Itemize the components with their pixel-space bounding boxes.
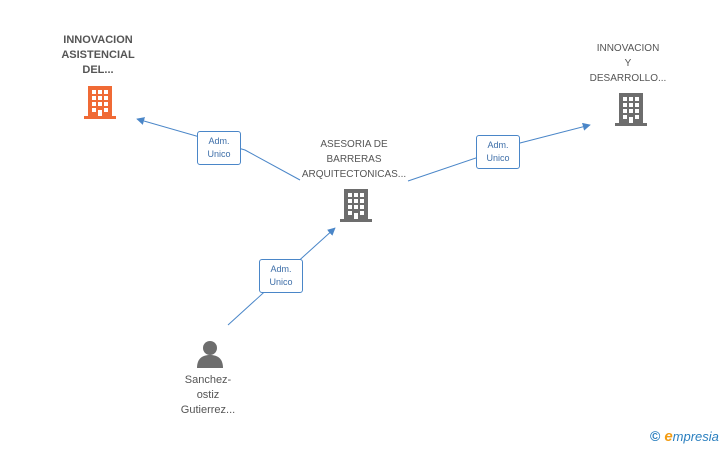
building-icon-gray-right[interactable] (615, 91, 647, 127)
edge-line-asesoria-to-innovacion-desarrollo (407, 122, 591, 182)
edge-label-line2: Unico (207, 149, 231, 159)
node-label-innovacion-desarrollo[interactable]: INNOVACION Y DESARROLLO... (589, 43, 667, 84)
edge-label-line2: Unico (486, 153, 510, 163)
edge-line-asesoria-to-innovacion-asistencial (136, 117, 301, 181)
edge-label-adm-unico-right[interactable]: Adm. Unico (476, 135, 520, 169)
node-label-asesoria[interactable]: ASESORIA DE BARRERAS ARQUITECTONICAS... (301, 139, 407, 180)
brand-e-logo: e (664, 428, 673, 445)
node-label-sanchez[interactable]: Sanchez- ostiz Gutierrez... (180, 374, 236, 416)
node-label-innovacion-asistencial[interactable]: INNOVACION ASISTENCIAL DEL... (61, 34, 135, 76)
empresia-brand: ©empresia (650, 428, 719, 445)
person-icon[interactable] (195, 339, 225, 369)
edge-label-line1: Adm. (270, 264, 292, 274)
edge-label-adm-unico-bottom[interactable]: Adm. Unico (259, 259, 303, 293)
building-icon-gray-center[interactable] (340, 187, 372, 223)
edge-label-line1: Adm. (487, 140, 509, 150)
edge-label-line1: Adm. (208, 136, 230, 146)
building-icon-orange[interactable] (84, 84, 116, 120)
copyright-icon: © (650, 428, 661, 444)
edge-label-adm-unico-left[interactable]: Adm. Unico (197, 131, 241, 165)
edge-label-line2: Unico (269, 277, 293, 287)
brand-name: mpresia (672, 429, 719, 444)
